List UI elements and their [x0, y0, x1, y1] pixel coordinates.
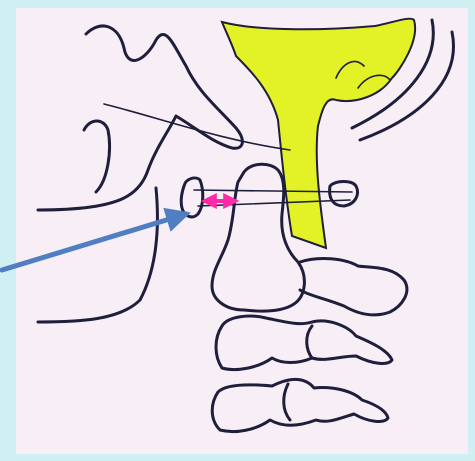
paper-background [16, 8, 468, 454]
